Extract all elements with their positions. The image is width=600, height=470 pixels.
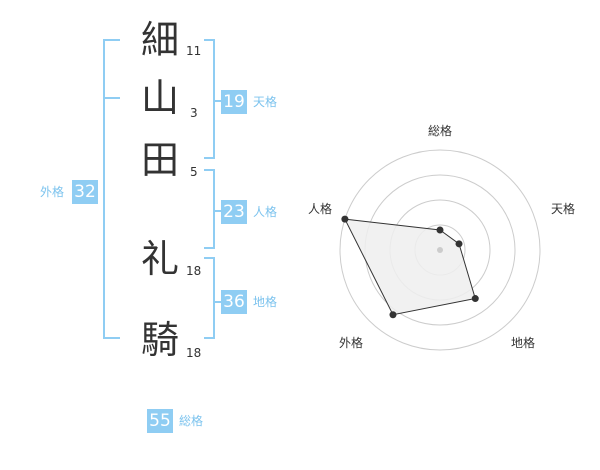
radar-axis-label-soukaku: 総格 xyxy=(428,124,453,138)
gaikaku-bracket xyxy=(103,39,120,339)
soukaku-value: 55 xyxy=(147,409,173,433)
gaikaku-label: 外格 xyxy=(40,185,65,199)
radar-point-1 xyxy=(436,226,444,234)
soukaku-label: 総格 xyxy=(179,414,204,428)
stroke-count-1: 11 xyxy=(186,44,202,58)
radar-point-5 xyxy=(341,215,349,223)
name-char-5: 騎 xyxy=(140,318,179,362)
chikaku-value: 36 xyxy=(221,290,247,314)
chikaku-label: 地格 xyxy=(253,295,278,309)
radar-axis-label-tenkaku: 天格 xyxy=(551,202,576,216)
name-char-3: 田 xyxy=(140,138,179,182)
stroke-count-3: 5 xyxy=(190,165,198,179)
radar-polygon xyxy=(344,218,476,316)
chikaku-bracket xyxy=(204,257,215,339)
radar-ring xyxy=(339,149,541,351)
tenkaku-label: 天格 xyxy=(253,95,278,109)
name-char-2: 山 xyxy=(140,76,179,120)
gaikaku-value: 32 xyxy=(72,180,98,204)
radar-axis-label-gaikaku: 外格 xyxy=(339,336,364,350)
name-char-1: 細 xyxy=(140,18,179,62)
name-char-4: 礼 xyxy=(140,237,179,281)
jinkaku-value: 23 xyxy=(221,200,247,224)
radar-axis-label-jinkaku: 人格 xyxy=(308,202,333,216)
stroke-count-4: 18 xyxy=(186,264,202,278)
radar-point-3 xyxy=(471,295,479,303)
radar-point-4 xyxy=(389,311,397,319)
radar-center-point xyxy=(437,247,443,253)
jinkaku-label: 人格 xyxy=(253,205,278,219)
stroke-count-2: 3 xyxy=(190,106,198,120)
jinkaku-bracket xyxy=(204,169,215,249)
stroke-count-5: 18 xyxy=(186,346,202,360)
radar-axis-label-chikaku: 地格 xyxy=(511,336,536,350)
tenkaku-bracket xyxy=(204,39,215,159)
radar-point-2 xyxy=(455,240,463,248)
tenkaku-value: 19 xyxy=(221,90,247,114)
